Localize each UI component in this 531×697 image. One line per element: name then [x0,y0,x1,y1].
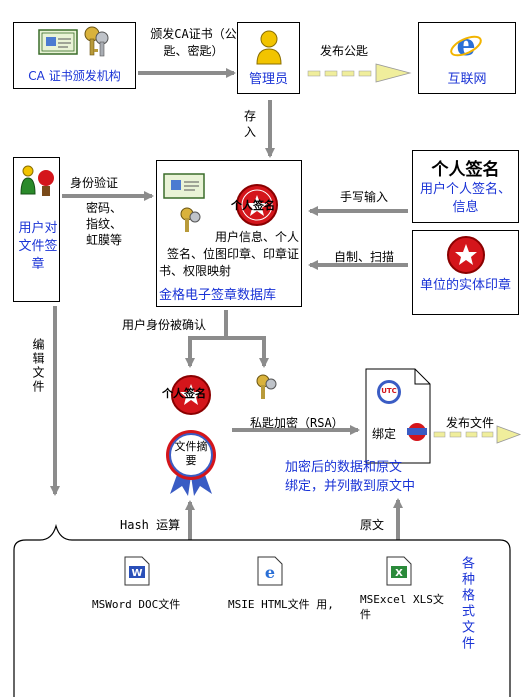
publish-file-label: 发布文件 [446,416,495,430]
personal-signature-heading: 个人签名 [431,160,500,180]
issue-cert-label: 颁发CA证书（公匙、密匙） [150,27,237,58]
database-desc-line: 书、权限映射 [159,264,232,278]
publish-key-label: 发布公匙 [320,44,369,58]
private-encrypt-label: 私匙加密（RSA） [250,416,344,430]
unit-seal-box: 单位的实体印章 [412,230,519,315]
verify-method: 虹膜等 [86,233,123,247]
bind-note-line: 加密后的数据和原文 [285,460,403,475]
unit-seal-label: 单位的实体印章 [419,278,511,293]
handwrite-label: 手写输入 [340,190,389,204]
user-with-seal-icon [20,165,54,196]
database-desc-line: 用户信息、个人 [214,230,299,244]
html-doc-icon: e [257,556,283,586]
database-desc-line: 签名、位图印章、印章证 [166,247,299,261]
certificate-icon [38,29,78,55]
edit-file-label: 编辑文件 [31,338,45,394]
user-signing-box: 用户对文件签章 [13,157,60,302]
verify-methods: 密码、 指纹、 虹膜等 [86,200,122,248]
internet-box: e 互联网 [418,22,516,94]
confirmed-label: 用户身份被确认 [122,318,207,332]
database-description: 用户信息、个人 签名、位图印章、印章证 书、权限映射 [157,229,299,280]
original-label: 原文 [360,518,385,532]
html-doc-label: MSIE HTML文件 用, [228,598,334,611]
svg-text:W: W [131,568,142,579]
user-signing-label: 用户对文件签章 [18,221,58,272]
file-formats-brace [13,523,511,697]
keys-icon [256,374,277,399]
admin-user-icon [256,30,282,65]
red-seal-icon [236,184,278,226]
arrow-publish-key [307,63,412,83]
file-digest-label: 文件摘要 [174,440,208,467]
arrow-confirmed-right [226,336,269,368]
word-doc-icon: W [124,556,150,586]
arrow-publish-file [433,425,522,444]
internet-label: 互联网 [447,72,487,87]
database-title: 金格电子签章数据库 [159,288,277,303]
file-digest-badge [166,430,216,496]
verify-method: 指纹、 [86,217,123,231]
keys-icon [180,207,201,232]
arrow-confirmed-left [188,310,228,364]
utc-badge: UTC [381,387,397,395]
word-doc-label: MSWord DOC文件 [92,598,181,611]
excel-doc-label: MSExcel XLS文件 [360,593,444,621]
svg-text:e: e [456,29,475,61]
store-label: 存入 [244,109,257,139]
bound-label: 绑定 [372,427,397,441]
bind-note-line: 绑定，并列散到原文中 [285,479,416,494]
bind-note: 加密后的数据和原文 绑定，并列散到原文中 [285,458,415,496]
internet-explorer-icon: e [450,29,482,61]
self-make-label: 自制、扫描 [334,250,395,264]
bound-document-icon [365,368,431,464]
personal-signature-label: 用户个人签名、信息 [419,182,511,215]
ca-authority-label: CA 证书颁发机构 [28,69,121,83]
admin-label: 管理员 [248,72,288,87]
hash-label: Hash 运算 [120,518,181,532]
signature-database-box: 个人签名 用户信息、个人 签名、位图印章、印章证 书、权限映射 金格电子签章数据… [156,160,302,307]
verify-method: 密码、 [86,201,123,215]
red-seal-icon [171,375,211,415]
svg-text:e: e [265,563,275,582]
personal-signature-box: 个人签名 用户个人签名、信息 [412,150,519,223]
small-stamp-text: 个人签名 [162,387,206,400]
svg-text:X: X [395,568,403,579]
keys-icon [84,26,109,57]
identity-verify-label: 身份验证 [70,176,119,190]
excel-doc-icon: X [386,556,412,586]
ca-authority-box: CA 证书颁发机构 [13,22,136,89]
file-formats-label: 各种格式文件 [459,556,474,652]
admin-box: 管理员 [237,22,300,94]
certificate-icon [163,173,205,199]
red-seal-icon [447,236,485,274]
signature-stamp-text: 个人签名 [231,199,275,212]
